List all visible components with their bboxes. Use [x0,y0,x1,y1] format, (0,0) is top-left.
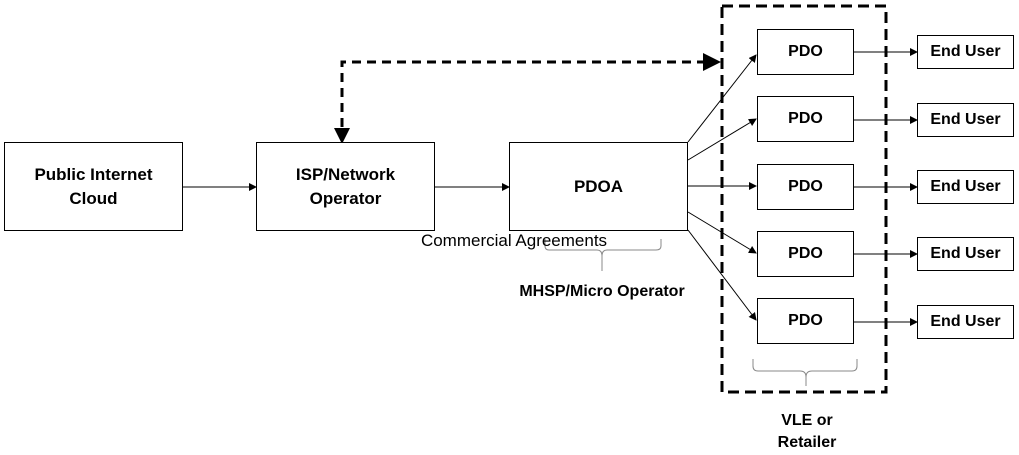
pdo-node-4: PDO [757,231,854,277]
arrow-pdoa-to-pdo-2 [687,118,757,161]
pdo-label-5: PDO [788,312,823,329]
pdo-label-4: PDO [788,245,823,262]
end-user-label-1: End User [930,43,1001,60]
pdo-node-5: PDO [757,298,854,344]
pdo-label-2: PDO [788,110,823,127]
arrow-pdoa-to-pdo-5 [687,229,757,321]
mhsp-micro-operator-label: MHSP/Micro Operator [519,283,685,300]
end-user-label-2: End User [930,111,1001,128]
pdo-label-3: PDO [788,178,823,195]
dashed-link-arrowhead-vle [703,53,721,71]
brace-vle [752,359,858,386]
dashed-link-arrowhead-isp [334,128,350,144]
end-user-label-4: End User [930,245,1001,262]
isp-network-operator-label: ISP/Network Operator [295,164,396,208]
end-user-node-5: End User [917,305,1014,339]
end-user-node-1: End User [917,35,1014,69]
pdoa-label: PDOA [573,176,624,196]
isp-vle-dashed-link [340,60,718,127]
arrow-pdoa-to-pdo-1 [687,54,757,143]
vle-retailer-label: VLE or Retailer [777,412,837,451]
public-internet-cloud-label: Public Internet Cloud [34,164,153,208]
end-user-node-4: End User [917,237,1014,271]
brace-mhsp [544,239,662,271]
pdo-node-1: PDO [757,29,854,75]
pdo-node-2: PDO [757,96,854,142]
vle-retailer-group-border [720,4,888,394]
end-user-label-5: End User [930,313,1001,330]
pdoa-node: PDOA [509,142,688,231]
end-user-label-3: End User [930,178,1001,195]
public-internet-cloud-node: Public Internet Cloud [4,142,183,231]
end-user-node-2: End User [917,103,1014,137]
arrow-pdoa-to-pdo-4 [687,211,757,254]
end-user-node-3: End User [917,170,1014,204]
commercial-agreements-label: Commercial Agreements [420,231,608,250]
pdo-label-1: PDO [788,43,823,60]
isp-network-operator-node: ISP/Network Operator [256,142,435,231]
pdo-node-3: PDO [757,164,854,210]
